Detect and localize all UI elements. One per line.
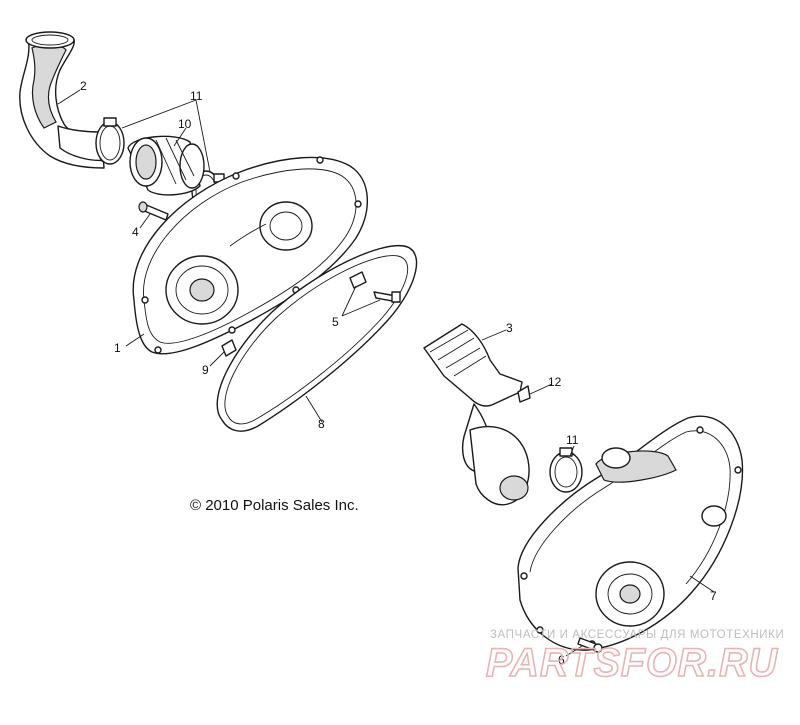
callout-11-upper: 11 bbox=[190, 89, 203, 103]
screw-6-part bbox=[577, 637, 603, 653]
callout-5: 5 bbox=[332, 315, 339, 329]
hose-clamp-upper-left bbox=[95, 117, 125, 165]
callout-7: 7 bbox=[710, 589, 717, 603]
outer-clutch-cover-part bbox=[517, 415, 744, 651]
leader-lines bbox=[57, 89, 715, 657]
adapter-boot-part bbox=[127, 135, 205, 196]
callout-4: 4 bbox=[132, 225, 139, 239]
hose-clamp-lower bbox=[549, 447, 583, 493]
bolt-washer-part bbox=[349, 271, 401, 303]
watermark-tagline: ЗАПЧАСТИ И АКСЕССУАРЫ ДЛЯ МОТОТЕХНИКИ bbox=[490, 629, 784, 641]
outlet-duct-part bbox=[423, 323, 530, 506]
callout-9: 9 bbox=[202, 363, 209, 377]
watermark: ЗАПЧАСТИ И АКСЕССУАРЫ ДЛЯ МОТОТЕХНИКИ PA… bbox=[485, 629, 784, 686]
callout-11-lower: 11 bbox=[566, 433, 579, 447]
callout-labels: 1 2 3 4 5 6 7 8 9 10 11 11 12 bbox=[80, 79, 717, 667]
callout-10: 10 bbox=[178, 117, 192, 131]
callout-3: 3 bbox=[506, 321, 513, 335]
callout-2: 2 bbox=[80, 79, 87, 93]
callout-6: 6 bbox=[558, 653, 565, 667]
callout-12: 12 bbox=[548, 375, 562, 389]
drive-belt-part bbox=[216, 244, 418, 432]
inner-clutch-cover-part bbox=[132, 156, 368, 355]
callout-1: 1 bbox=[114, 341, 121, 355]
stud-fastener-part bbox=[138, 201, 169, 221]
clip-12-part bbox=[517, 385, 531, 403]
watermark-brand: PARTSFOR.RU bbox=[486, 641, 778, 685]
bolt-9-part bbox=[221, 339, 237, 357]
copyright-text: © 2010 Polaris Sales Inc. bbox=[190, 497, 359, 514]
callout-8: 8 bbox=[318, 417, 325, 431]
